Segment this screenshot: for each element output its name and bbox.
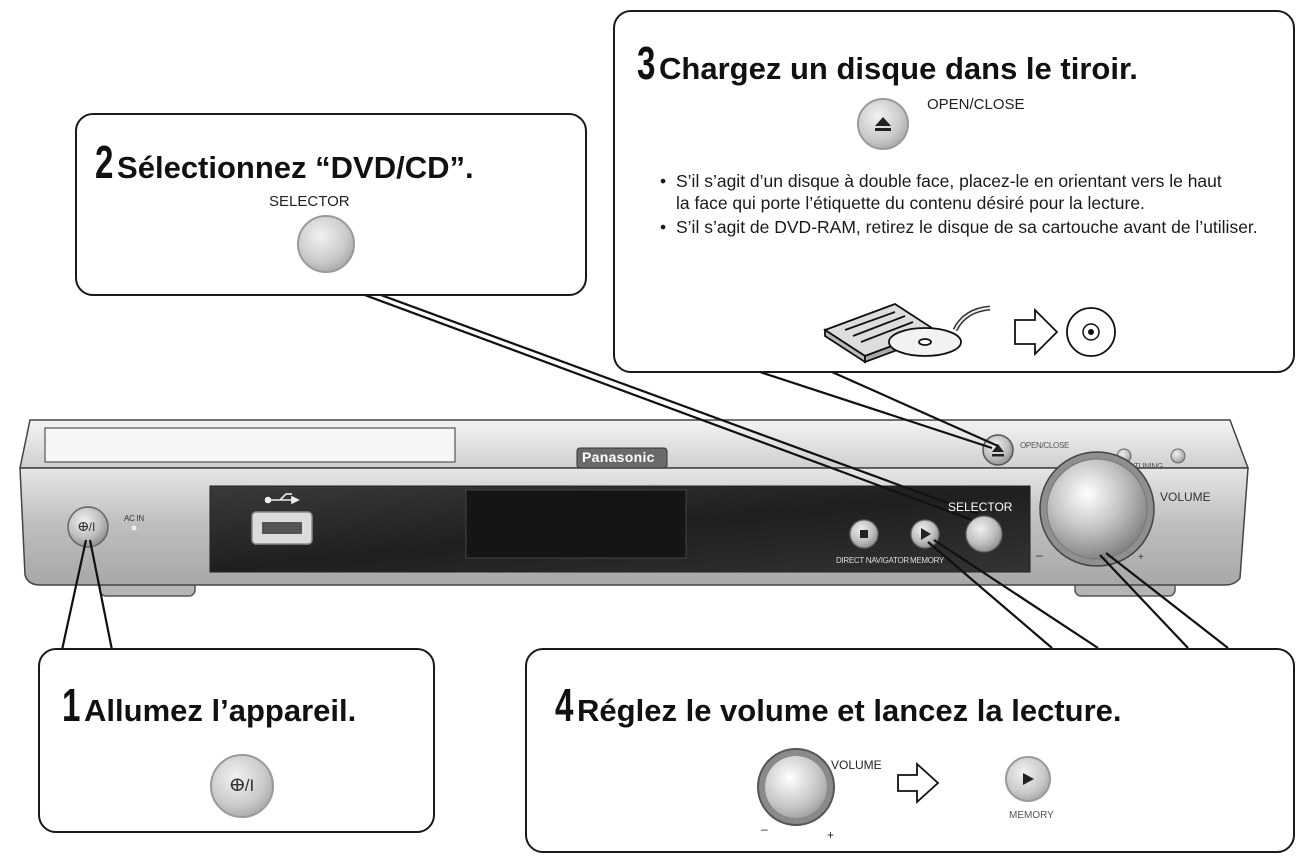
leader-line-step4-vol <box>1099 554 1189 649</box>
device-tuning-caption: TUNING <box>1134 462 1163 471</box>
display-window <box>465 489 687 559</box>
eject-icon <box>875 117 891 131</box>
leader-line-step2 <box>361 292 973 522</box>
dvd-ram-cartridge-illustration <box>823 302 1116 364</box>
device-ac-in-label: AC IN <box>124 514 144 523</box>
step-2-number: 2 <box>95 136 114 188</box>
leader-line-step4-play <box>927 541 1053 649</box>
leader-line-step1b <box>88 539 114 651</box>
device-play-caption: MEMORY <box>910 556 945 565</box>
device-selector-label: SELECTOR <box>948 500 1013 514</box>
step-3-bullet-list: S’il s’agit d’un disque à double face, p… <box>660 170 1290 240</box>
callout-step-1: 1 Allumez l’appareil. ⴲ/I <box>38 648 435 833</box>
step-3-number: 3 <box>637 37 656 89</box>
play-icon <box>1023 773 1034 785</box>
step-4-title: 4 Réglez le volume et lancez la lecture. <box>555 678 1121 732</box>
brand-logo: Panasonic <box>582 449 655 465</box>
step-4-volume-caption: VOLUME <box>831 758 882 772</box>
device-power-label: ⴲ/I <box>78 520 96 534</box>
step-1-power-button[interactable]: ⴲ/I <box>210 754 274 818</box>
step-4-play-caption: MEMORY <box>1009 810 1054 821</box>
step-3-open-close-button[interactable] <box>857 98 909 150</box>
step-4-text: Réglez le volume et lancez la lecture. <box>577 693 1122 728</box>
leader-line-step3b <box>831 370 999 448</box>
ac-in-led <box>131 525 137 531</box>
callout-step-2: 2 Sélectionnez “DVD/CD”. SELECTOR <box>75 113 587 296</box>
disc-tray <box>44 427 456 463</box>
device-volume-minus: – <box>1036 548 1043 562</box>
power-button[interactable] <box>67 506 109 548</box>
leader-line-step4-playb <box>933 539 1099 649</box>
arrow-right-icon <box>897 761 940 805</box>
device-stop-caption: DIRECT NAVIGATOR <box>836 556 909 565</box>
device-open-close-label: OPEN/CLOSE <box>1020 441 1070 450</box>
step-2-title: 2 Sélectionnez “DVD/CD”. <box>95 135 474 189</box>
tuning-right-button[interactable] <box>1170 448 1186 464</box>
brand-badge <box>576 447 668 469</box>
selector-button[interactable] <box>965 515 1003 553</box>
disc-icon <box>1066 307 1116 357</box>
step-4-volume-knob[interactable] <box>757 748 835 826</box>
callout-step-4: 4 Réglez le volume et lancez la lecture.… <box>525 648 1295 853</box>
step-4-play-button[interactable] <box>1005 756 1051 802</box>
arrow-right-icon <box>1014 307 1059 357</box>
leader-line-step3 <box>759 370 993 450</box>
step-3-bullet-1: S’il s’agit d’un disque à double face, p… <box>660 170 1236 214</box>
step-3-text: Chargez un disque dans le tiroir. <box>659 51 1138 86</box>
step-2-selector-caption: SELECTOR <box>269 193 350 210</box>
step-1-number: 1 <box>62 679 81 731</box>
step-2-selector-button[interactable] <box>297 215 355 273</box>
step-2-text: Sélectionnez “DVD/CD”. <box>117 150 474 185</box>
device-volume-plus: + <box>1138 552 1144 563</box>
step-4-volume-plus: + <box>827 828 835 842</box>
step-4-number: 4 <box>555 679 574 731</box>
leader-line-step4-volb <box>1105 552 1229 649</box>
step-3-title: 3 Chargez un disque dans le tiroir. <box>637 36 1138 90</box>
step-3-bullet-2: S’il s’agit de DVD-RAM, retirez le disqu… <box>660 216 1286 238</box>
leader-line-step2b <box>377 292 979 516</box>
leader-line-step1 <box>60 539 88 651</box>
step-1-text: Allumez l’appareil. <box>84 693 357 728</box>
step-4-volume-minus: – <box>761 822 768 836</box>
usb-icon <box>264 493 300 505</box>
step-1-power-label: ⴲ/I <box>229 776 255 795</box>
device-volume-label: VOLUME <box>1160 490 1211 504</box>
step-1-title: 1 Allumez l’appareil. <box>62 678 356 732</box>
step-3-open-close-caption: OPEN/CLOSE <box>927 96 1025 113</box>
